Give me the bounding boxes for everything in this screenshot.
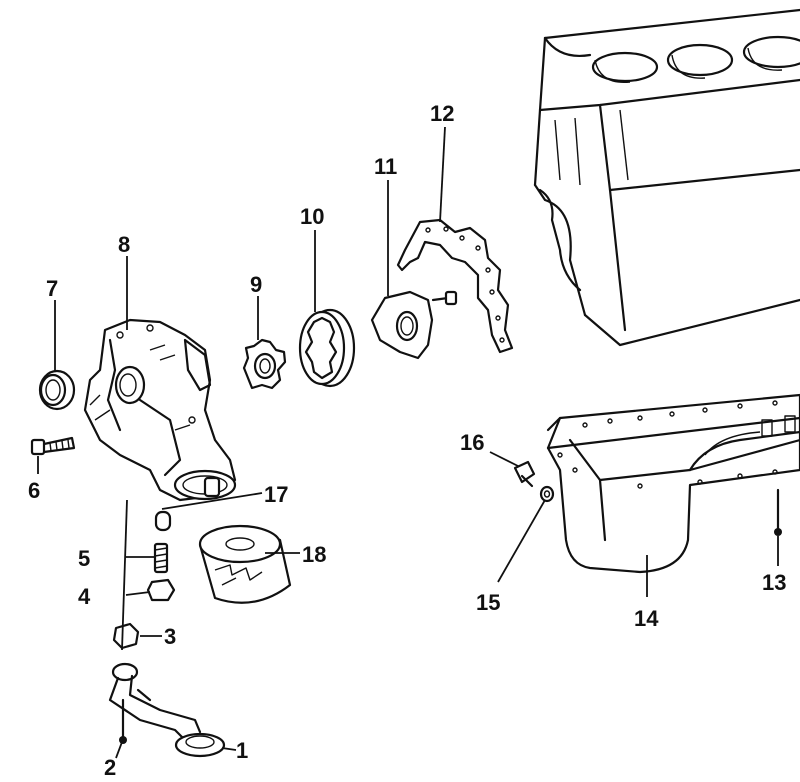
engine-block xyxy=(533,8,800,347)
oil-pump-body xyxy=(83,318,237,502)
callout-7: 7 xyxy=(46,276,58,301)
callout-14: 14 xyxy=(634,606,659,631)
spring-5 xyxy=(153,542,169,574)
callout-1: 1 xyxy=(236,738,248,763)
retainer-4 xyxy=(146,578,176,602)
bolt-2 xyxy=(119,698,127,744)
oil-pan xyxy=(546,393,800,574)
callout-8: 8 xyxy=(118,232,130,257)
plug-3 xyxy=(112,622,140,650)
callout-4: 4 xyxy=(78,584,91,609)
oil-filter xyxy=(198,524,292,604)
leader-lines xyxy=(37,126,779,759)
drain-washer xyxy=(539,485,555,503)
inner-rotor xyxy=(242,338,287,390)
timing-cover-gasket xyxy=(396,218,514,354)
callout-3: 3 xyxy=(164,624,176,649)
crankshaft-seal xyxy=(38,369,76,411)
callout-15: 15 xyxy=(476,590,500,615)
relief-valve-17 xyxy=(154,510,172,532)
callout-12: 12 xyxy=(430,101,454,126)
callout-18: 18 xyxy=(302,542,326,567)
callout-10: 10 xyxy=(300,204,324,229)
callout-17: 17 xyxy=(264,482,288,507)
bolt-6 xyxy=(30,436,76,456)
bolt-small xyxy=(431,290,458,306)
callout-2: 2 xyxy=(104,755,116,780)
callout-13: 13 xyxy=(762,570,786,595)
oil-strainer xyxy=(108,662,226,758)
callout-labels: 1 2 3 4 5 6 7 8 9 10 11 12 13 14 15 16 1… xyxy=(28,101,786,780)
callout-9: 9 xyxy=(250,272,262,297)
seal-plate xyxy=(370,290,434,360)
outer-rotor xyxy=(298,308,356,388)
drain-plug xyxy=(513,460,536,488)
callout-11: 11 xyxy=(374,154,397,179)
callout-6: 6 xyxy=(28,478,40,503)
bolt-13 xyxy=(774,488,782,536)
callout-5: 5 xyxy=(78,546,90,571)
callout-16: 16 xyxy=(460,430,484,455)
